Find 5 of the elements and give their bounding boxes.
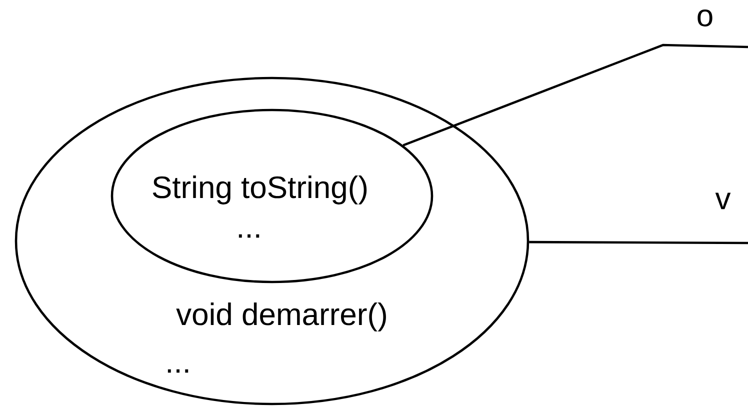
connector-line <box>529 240 748 244</box>
inner-oval: String toString() ... <box>110 108 434 284</box>
line-label: o <box>698 10 712 26</box>
connector-line <box>402 44 748 146</box>
line-label: v <box>715 192 731 210</box>
